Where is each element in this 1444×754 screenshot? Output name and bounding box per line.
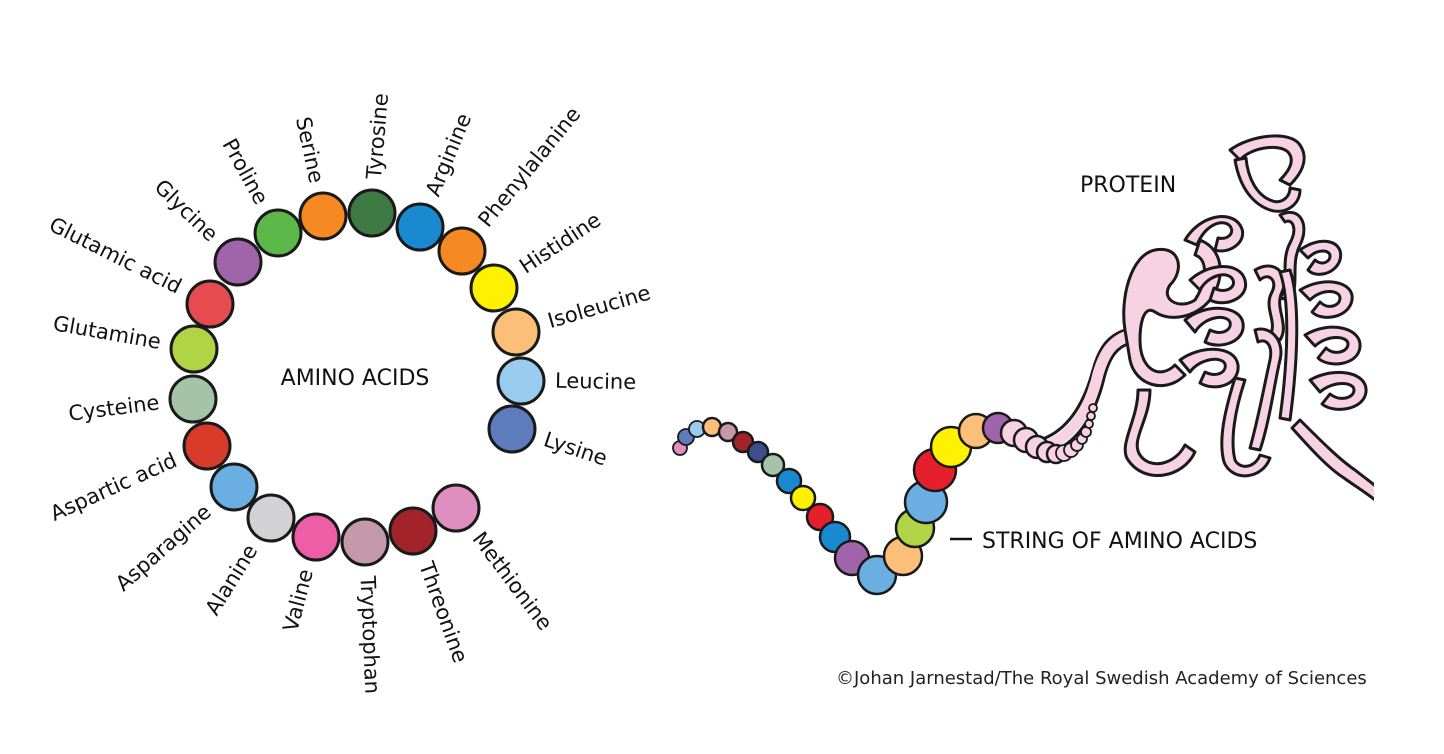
string-bead [717, 421, 739, 443]
amino-acid-label: Asparagine [111, 500, 216, 596]
amino-acid-label: Phenylalanine [473, 102, 585, 231]
amino-acid-bead-asparagine [209, 462, 259, 512]
protein-structure [1038, 134, 1374, 502]
amino-acid-label: Lysine [541, 427, 610, 470]
amino-acid-label: Isoleucine [545, 281, 653, 334]
ring-beads [168, 188, 546, 567]
amino-acid-bead-aspartic-acid [182, 421, 232, 471]
amino-acid-label: Aspartic acid [47, 448, 181, 526]
amino-acid-bead-cysteine [168, 374, 218, 424]
ring-title: AMINO ACIDS [281, 366, 430, 391]
amino-acid-label: Tyrosine [362, 92, 393, 181]
amino-acid-label: Arginine [421, 110, 476, 200]
credit-text: ©Johan Jarnestad/The Royal Swedish Acade… [836, 668, 1367, 689]
string-bead [1084, 419, 1094, 429]
amino-acid-bead-glutamic-acid [185, 279, 235, 329]
amino-acid-label: Serine [291, 115, 329, 186]
amino-acid-bead-lysine [487, 404, 537, 454]
string-bead [760, 452, 786, 478]
amino-acid-bead-leucine [496, 356, 546, 406]
amino-acid-label: Cysteine [67, 390, 161, 425]
amino-acid-label: Methionine [468, 527, 557, 635]
amino-acid-label: Leucine [555, 369, 637, 395]
amino-acid-bead-serine [298, 191, 348, 241]
string-bead [1088, 403, 1098, 413]
amino-acid-bead-glycine [213, 237, 263, 287]
amino-acid-bead-valine [291, 512, 341, 562]
string-label: STRING OF AMINO ACIDS [982, 529, 1257, 554]
amino-acid-bead-methionine [431, 483, 481, 533]
ribbon-helix-3 [1278, 239, 1374, 502]
amino-acid-bead-isoleucine [491, 307, 541, 357]
amino-acid-label: Threonine [414, 558, 473, 666]
protein-title: PROTEIN [1080, 173, 1176, 198]
amino-acid-string [672, 403, 1098, 596]
amino-acid-label: Glutamic acid [45, 212, 185, 298]
string-bead [1086, 411, 1096, 421]
amino-acid-bead-threonine [388, 506, 438, 556]
amino-acid-bead-tryptophan [340, 517, 390, 567]
amino-acid-label: Glutamine [51, 311, 163, 354]
amino-acid-label: Proline [218, 135, 273, 209]
amino-acid-bead-alanine [246, 493, 296, 543]
amino-acid-label: Glycine [150, 175, 223, 247]
string-bead [746, 440, 770, 464]
amino-acid-label: Tryptophan [355, 575, 384, 695]
amino-acid-label: Histidine [515, 208, 605, 279]
amino-acid-bead-phenylalanine [437, 226, 487, 276]
string-bead [789, 484, 817, 512]
amino-acid-bead-glutamine [169, 324, 219, 374]
amino-acid-bead-proline [253, 208, 303, 258]
ribbon-helix-1 [1178, 215, 1248, 389]
amino-acid-bead-histidine [469, 263, 519, 313]
amino-acid-label: Valine [278, 567, 317, 635]
amino-acid-bead-arginine [395, 202, 445, 252]
string-bead [775, 467, 803, 495]
amino-acid-bead-tyrosine [347, 188, 397, 238]
amino-acid-label: Alanine [201, 540, 263, 619]
